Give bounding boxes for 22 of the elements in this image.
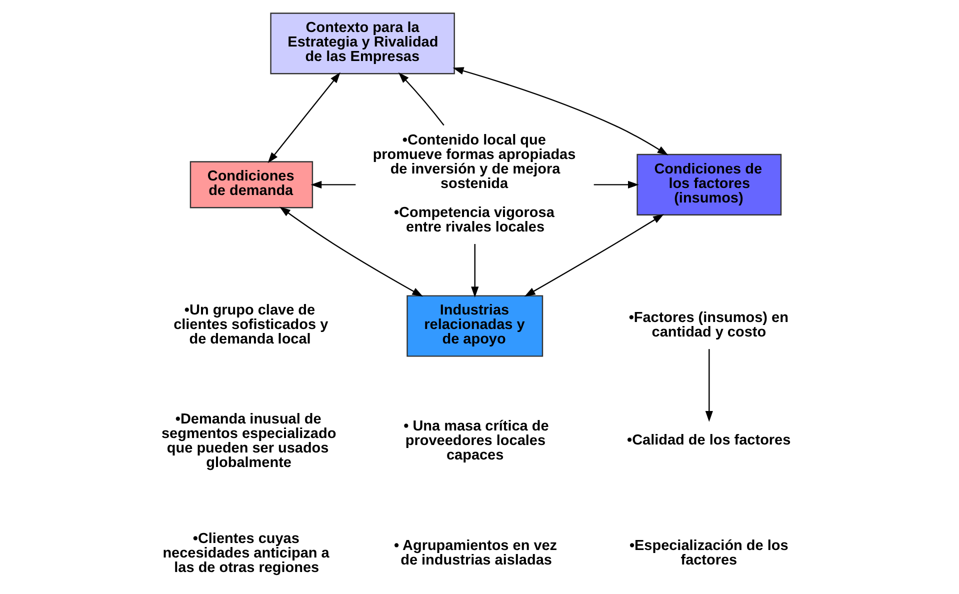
node-text: •Calidad de los factores [626, 432, 790, 448]
arrow [267, 72, 340, 164]
arrow [279, 206, 423, 297]
label: •Demanda inusual de segmentos especializado que pueden ser usados globalmente [160, 411, 336, 471]
arrow [310, 180, 356, 188]
node-box: Condiciones de demanda [189, 161, 313, 208]
arrow [398, 72, 444, 126]
label: •Un grupo clave de clientes sofisticados y de demanda local [173, 302, 328, 348]
arrow [704, 349, 712, 422]
label: •Especialización de los factores [628, 538, 788, 569]
label: • Agrupamientos en vez de industrias aisladas [393, 538, 557, 569]
arrow [593, 180, 638, 188]
arrow [524, 214, 664, 297]
label: •Clientes cuyas necesidades anticipan a las de otras regiones [162, 530, 329, 576]
node-text: •Factores (insumos) en cantidad y costo [628, 310, 788, 340]
node-box: Contexto para la Estrategia y Rivalidad de las Empresas [270, 12, 454, 74]
label: • Una masa crítica de proveedores locales capaces [403, 418, 548, 464]
arrow [452, 67, 668, 156]
node-text: •Contenido local que promueve formas apropiadas de inversión y de mejora sostenida •Competencia vigorosa entre rivales locales [372, 132, 576, 236]
node-box: Industrias relacionadas y de apoyo [406, 295, 543, 357]
arrow [470, 244, 478, 298]
node-box: Condiciones de los factores (insumos) [636, 154, 782, 216]
